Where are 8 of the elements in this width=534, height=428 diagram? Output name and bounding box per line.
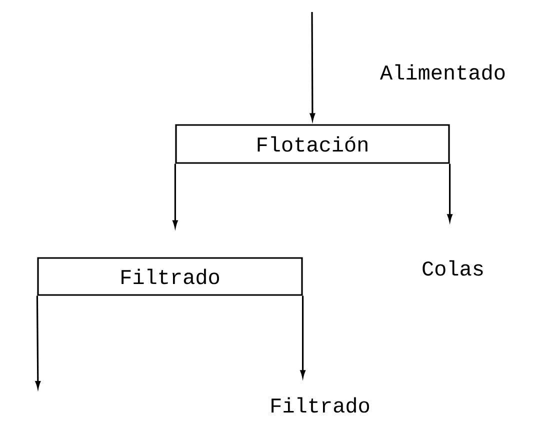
process-box: Flotación	[175, 124, 450, 164]
arrow	[310, 12, 316, 121]
stream-label: Colas	[422, 260, 483, 276]
arrow	[35, 296, 40, 388]
process-box: Filtrado	[37, 257, 303, 296]
edge-label: Alimentado	[379, 63, 508, 81]
stream-label: Filtrado	[272, 397, 370, 413]
arrow	[172, 164, 178, 228]
